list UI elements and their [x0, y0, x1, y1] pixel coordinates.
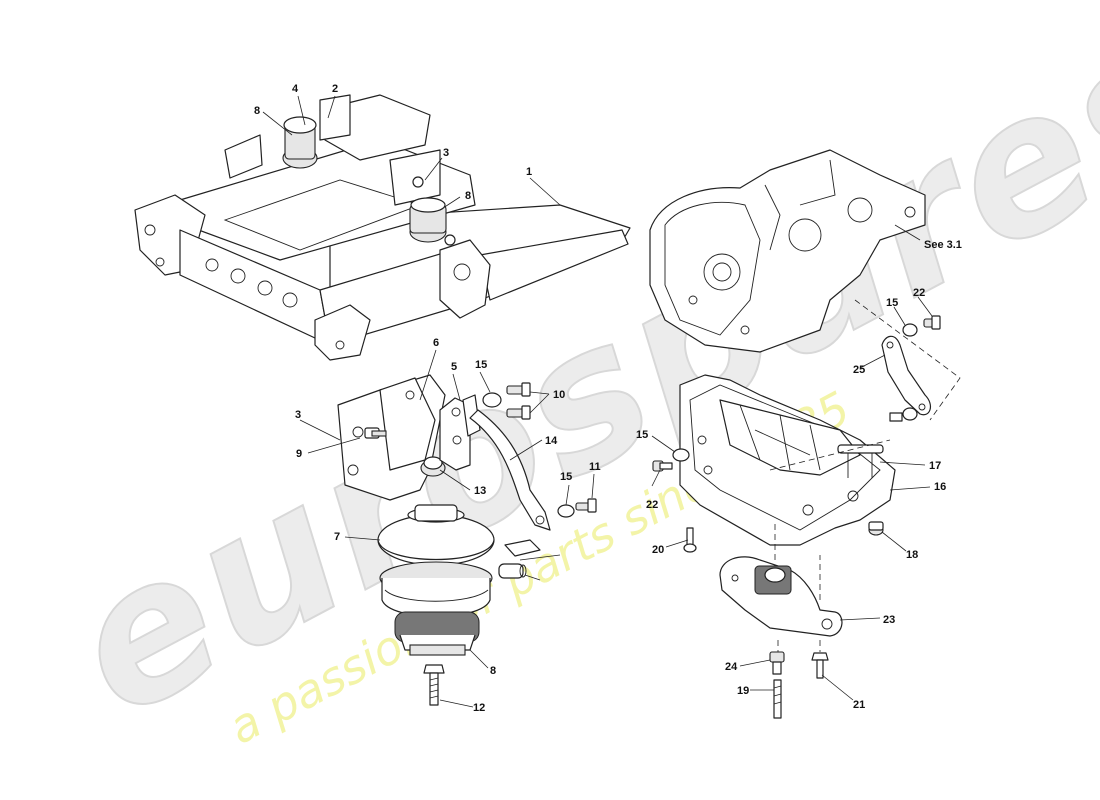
callout-22: 22 — [646, 499, 658, 511]
callout-18: 18 — [906, 549, 918, 561]
callout-24: 24 — [725, 661, 738, 673]
subframe-assembly — [134, 94, 631, 361]
callout-19: 19 — [737, 685, 749, 697]
callout-9: 9 — [296, 448, 302, 460]
gearbox-mount-carrier — [652, 374, 896, 553]
callout-6: 6 — [433, 337, 439, 349]
leader-lines — [262, 95, 933, 708]
earth-strap — [769, 299, 961, 471]
callout-22: 22 — [913, 287, 925, 299]
callout-labels: 8 4 2 3 8 1 See 3.1 3 9 6 5 15 10 14 13 … — [254, 83, 962, 714]
callout-25: 25 — [853, 364, 865, 376]
callout-20: 20 — [652, 544, 664, 556]
callout-15: 15 — [886, 297, 898, 309]
callout-14: 14 — [545, 435, 558, 447]
callout-1: 1 — [526, 166, 532, 178]
rubber-engine-mount — [377, 504, 495, 706]
watermark-brand: eurospares — [37, 0, 1100, 760]
callout-4: 4 — [292, 83, 299, 95]
callout-7: 7 — [334, 531, 340, 543]
callout-8: 8 — [254, 105, 260, 117]
engine-mount-bracket — [337, 374, 481, 501]
gearbox-housing — [649, 149, 926, 353]
callout-11: 11 — [589, 461, 601, 473]
callout-8: 8 — [465, 190, 471, 202]
callout-2: 2 — [332, 83, 338, 95]
callout-17: 17 — [929, 460, 941, 472]
see-reference: See 3.1 — [924, 239, 962, 251]
link-arm — [469, 382, 597, 579]
watermark: eurospares a passion for parts since 198… — [36, 0, 1100, 761]
callout-15: 15 — [560, 471, 572, 483]
callout-15: 15 — [475, 359, 487, 371]
callout-15: 15 — [636, 429, 648, 441]
callout-16: 16 — [934, 481, 946, 493]
callout-12: 12 — [473, 702, 485, 714]
callout-10: 10 — [553, 389, 565, 401]
lower-gearbox-mount — [719, 520, 843, 719]
callout-21: 21 — [853, 699, 865, 711]
callout-3: 3 — [295, 409, 301, 421]
callout-13: 13 — [474, 485, 486, 497]
callout-23: 23 — [883, 614, 895, 626]
callout-3: 3 — [443, 147, 449, 159]
callout-8: 8 — [490, 665, 496, 677]
callout-5: 5 — [451, 361, 457, 373]
